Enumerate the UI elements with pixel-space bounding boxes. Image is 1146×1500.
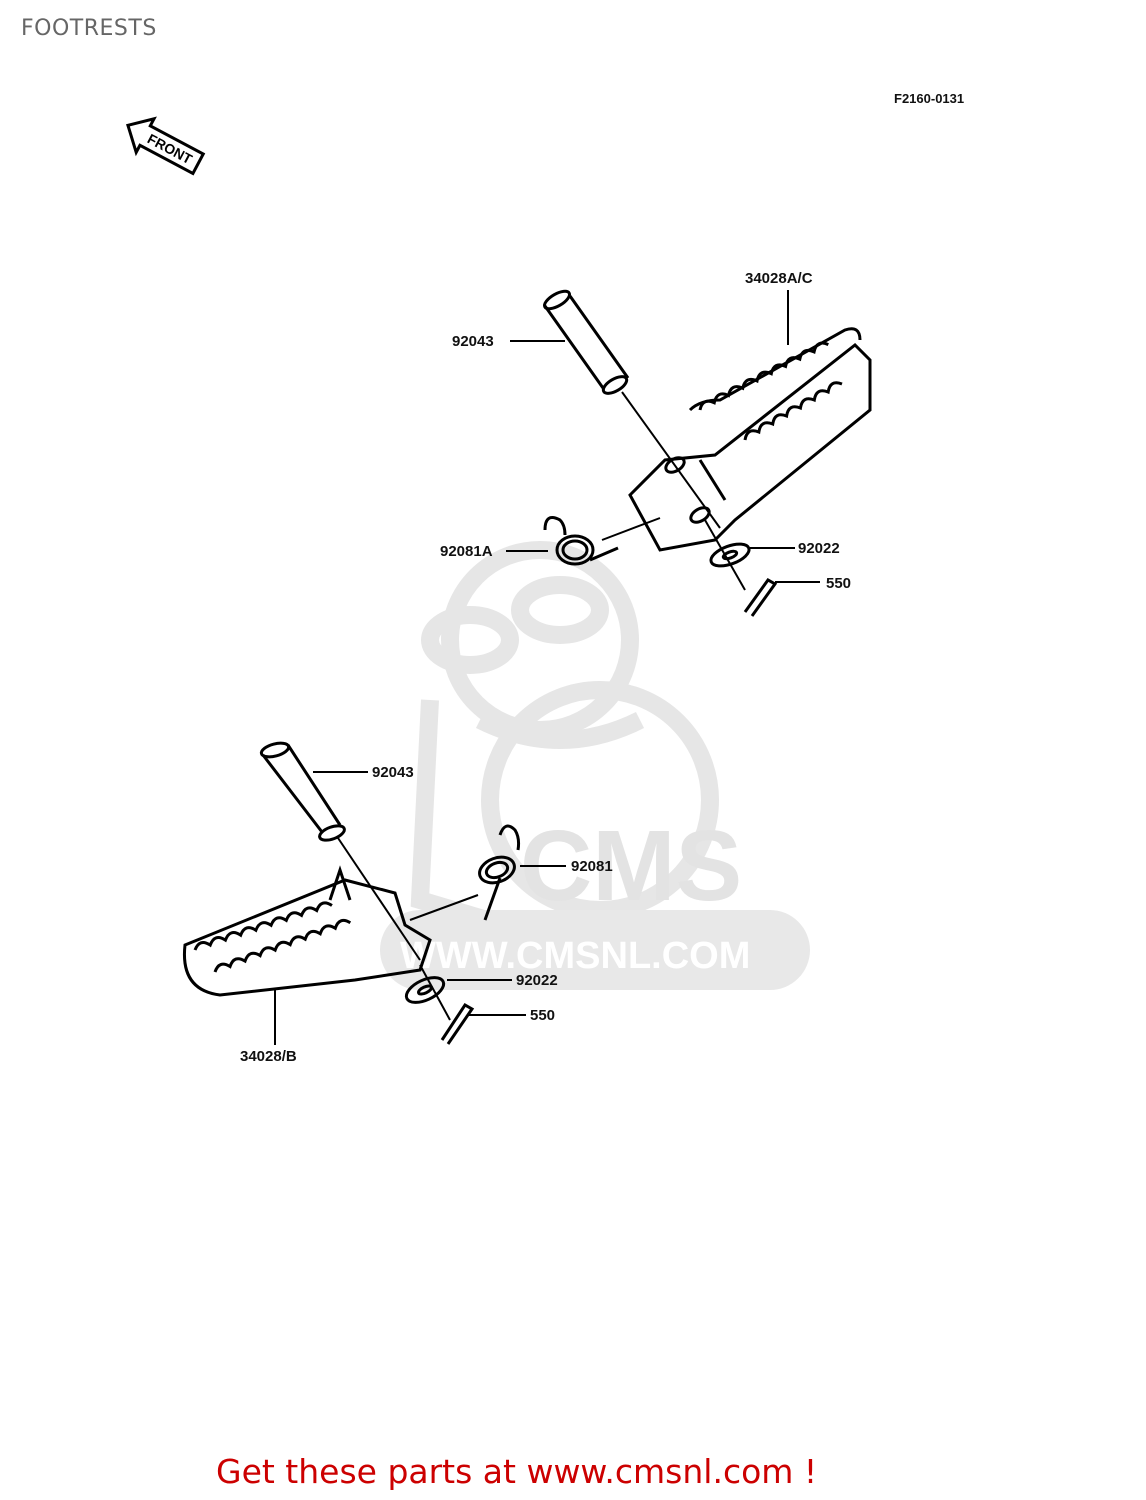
upper-footrest-assembly	[506, 289, 872, 617]
footrest-34028ac	[628, 327, 872, 552]
washer-92022-upper	[704, 519, 751, 591]
cotter-pin-550-lower	[419, 964, 475, 1045]
leader-lines-upper	[506, 290, 820, 583]
part-label-92043-lower[interactable]: 92043	[372, 764, 414, 781]
part-label-92022-upper[interactable]: 92022	[798, 540, 840, 557]
watermark-cms-text: CMS WWW.CMSNL.COM	[380, 810, 810, 990]
pin-92043-upper	[543, 289, 721, 529]
part-label-92081[interactable]: 92081	[571, 858, 613, 875]
part-label-92022-lower[interactable]: 92022	[516, 972, 558, 989]
footer-cta-link[interactable]: Get these parts at www.cmsnl.com !	[216, 1452, 818, 1491]
spring-92081	[409, 824, 521, 921]
page-title: FOOTRESTS	[21, 16, 157, 41]
pin-92043-lower	[259, 741, 421, 961]
part-label-34028ac[interactable]: 34028A/C	[745, 270, 813, 287]
part-label-34028b[interactable]: 34028/B	[240, 1048, 297, 1065]
cotter-pin-550-upper	[743, 578, 778, 617]
part-label-550-upper[interactable]: 550	[826, 575, 852, 592]
spring-92081a	[543, 516, 661, 566]
part-label-92043-upper[interactable]: 92043	[452, 333, 494, 350]
part-label-550-lower[interactable]: 550	[530, 1007, 556, 1024]
front-arrow-icon: FRONT	[126, 116, 206, 176]
leader-lines-lower	[274, 771, 566, 1045]
footrest-34028b	[182, 865, 432, 997]
part-label-92081a[interactable]: 92081A	[440, 543, 493, 560]
lower-footrest-assembly	[182, 741, 566, 1045]
svg-text:WWW.CMSNL.COM: WWW.CMSNL.COM	[400, 935, 750, 977]
diagram-reference: F2160-0131	[894, 91, 965, 106]
